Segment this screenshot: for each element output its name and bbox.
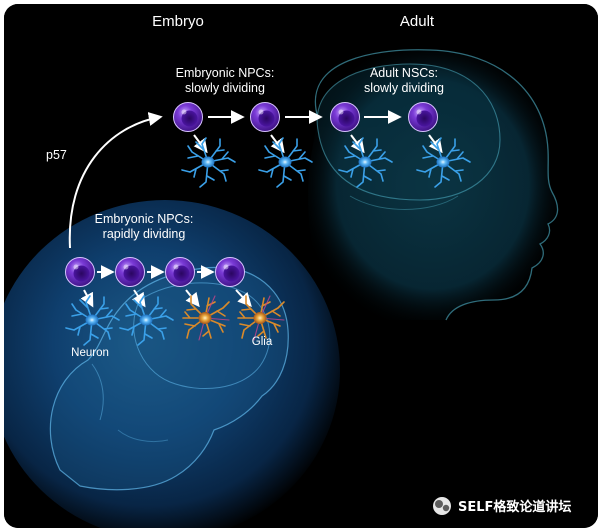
upper-cell-4 [408,102,438,132]
adult-label: Adult [400,13,435,30]
lower-cell-3 [165,257,195,287]
p57-label: p57 [46,148,67,162]
upper-right-label-line1: Adult NSCs: [370,66,438,80]
upper-cell-1 [173,102,203,132]
upper-cell-2 [250,102,280,132]
neural-stem-cell-diagram: Embryo Adult Embryonic NPCs: slowly divi… [4,4,598,528]
watermark-text: SELF格致论道讲坛 [458,499,571,515]
upper-left-label-line2: slowly dividing [185,81,265,95]
fetal-head [49,266,289,491]
upper-cell-3 [330,102,360,132]
embryo-label: Embryo [152,13,204,30]
diagram-frame: Embryo Adult Embryonic NPCs: slowly divi… [4,4,598,528]
lower-cell-4 [215,257,245,287]
upper-left-label-line1: Embryonic NPCs: [176,66,275,80]
p57-arrow [68,112,163,249]
glia-label: Glia [252,336,273,348]
upper-right-label-line2: slowly dividing [364,81,444,95]
lower-label-line1: Embryonic NPCs: [95,212,194,226]
lower-differentiation-arrows [80,289,252,308]
lower-cell-1 [65,257,95,287]
neuron-label: Neuron [71,347,109,359]
lower-label-line2: rapidly dividing [103,227,186,241]
watermark: SELF格致论道讲坛 [433,497,571,515]
wechat-logo-icon [433,497,451,515]
lower-cell-2 [115,257,145,287]
